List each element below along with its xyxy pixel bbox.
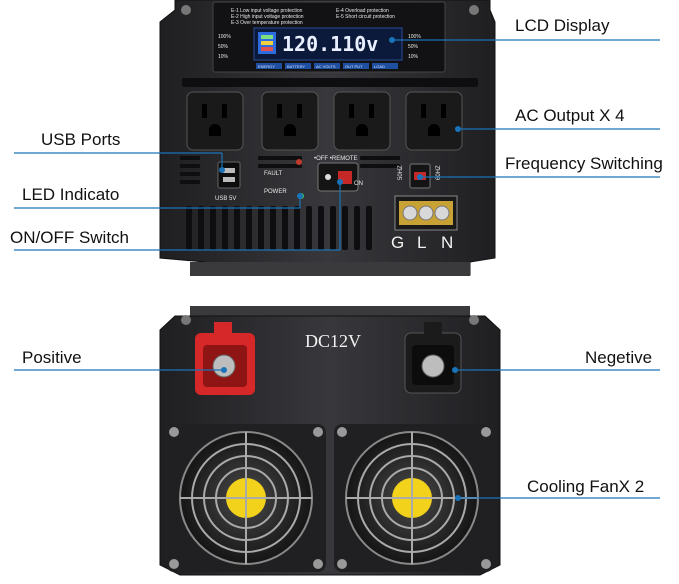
right-scale-100: 100% [408, 34, 421, 40]
cooling-fan-right [334, 424, 494, 572]
ac-outlet-1 [186, 91, 244, 151]
dc-voltage-label: DC12V [305, 331, 361, 351]
lcd-screen [253, 27, 403, 61]
cooling-fan-callout: Cooling FanX 2 [527, 477, 645, 496]
ac-output-callout: AC Output X 4 [515, 106, 625, 125]
positive-callout: Positive [22, 348, 82, 367]
usb-port: USB 5V [215, 161, 241, 202]
ac-outlet-4 [405, 91, 463, 151]
terminal-block: G L N [391, 195, 458, 252]
frequency-switching-callout: Frequency Switching [505, 154, 663, 173]
left-scale-50: 50% [218, 44, 229, 50]
bottom-right-screw-icon [469, 315, 479, 325]
ac-outlets [186, 91, 463, 151]
freq-50hz-label: 50HZ [398, 165, 404, 180]
switch-off-remote-label: •OFF •REMOTE [314, 156, 358, 162]
lcd-indicator-output: OUT PUT [345, 64, 363, 69]
error-code-2: E-2 High input voltage protection [231, 14, 304, 20]
switch-on-label: ON [354, 181, 363, 187]
led-indicator-callout: LED Indicato [22, 185, 120, 204]
error-code-3: E-3 Over temperature protection [231, 20, 303, 26]
error-code-1: E-1 Low input voltage protection [231, 8, 303, 14]
cooling-fan-left [166, 424, 326, 572]
right-scale-10: 10% [408, 54, 419, 60]
terminal-n-label: N [441, 233, 453, 252]
fault-led-icon [296, 159, 302, 165]
bottom-inverter-panel: DC12V [159, 306, 501, 576]
middle-vent-slots [180, 156, 400, 184]
ac-outlet-3 [333, 91, 391, 151]
lcd-indicator-load: LOAD [374, 64, 385, 69]
lcd-indicator-row: ENERGY BATTERY AC VOLTS OUT PUT LOAD [256, 63, 398, 69]
error-code-4: E-4 Overload protection [336, 8, 389, 14]
lcd-display: E-1 Low input voltage protection E-2 Hig… [212, 1, 446, 73]
callout-lines [14, 37, 660, 501]
top-left-screw-icon [181, 5, 191, 15]
top-vent-slots [182, 78, 478, 87]
bottom-vent-slots [186, 206, 372, 250]
on-off-switch-callout: ON/OFF Switch [10, 228, 130, 247]
left-scale-100: 100% [218, 34, 231, 40]
lcd-indicator-battery: BATTERY [287, 64, 305, 69]
top-right-screw-icon [469, 5, 479, 15]
freq-60hz-label: 60HZ [436, 165, 442, 180]
bottom-left-screw-icon [181, 315, 191, 325]
terminal-l-label: L [417, 233, 426, 252]
terminal-g-label: G [391, 233, 404, 252]
negative-callout: Negetive [585, 348, 653, 367]
lcd-reading: 120.110v [282, 32, 378, 56]
error-code-5: E-5 Short circuit protection [336, 14, 395, 20]
lcd-indicator-ac-volts: AC VOLTS [316, 64, 336, 69]
ac-outlet-2 [261, 91, 319, 151]
power-label: POWER [264, 189, 287, 195]
negative-terminal [404, 322, 462, 394]
left-scale-10: 10% [218, 54, 229, 60]
right-scale-50: 50% [408, 44, 419, 50]
lcd-indicator-energy: ENERGY [258, 64, 275, 69]
positive-terminal [195, 322, 255, 395]
usb-ports-callout: USB Ports [41, 130, 121, 149]
usb-label: USB 5V [215, 196, 236, 202]
fault-label: FAULT [264, 171, 283, 177]
top-inverter-panel: E-1 Low input voltage protection E-2 Hig… [159, 0, 496, 276]
lcd-display-callout: LCD Display [515, 16, 610, 35]
